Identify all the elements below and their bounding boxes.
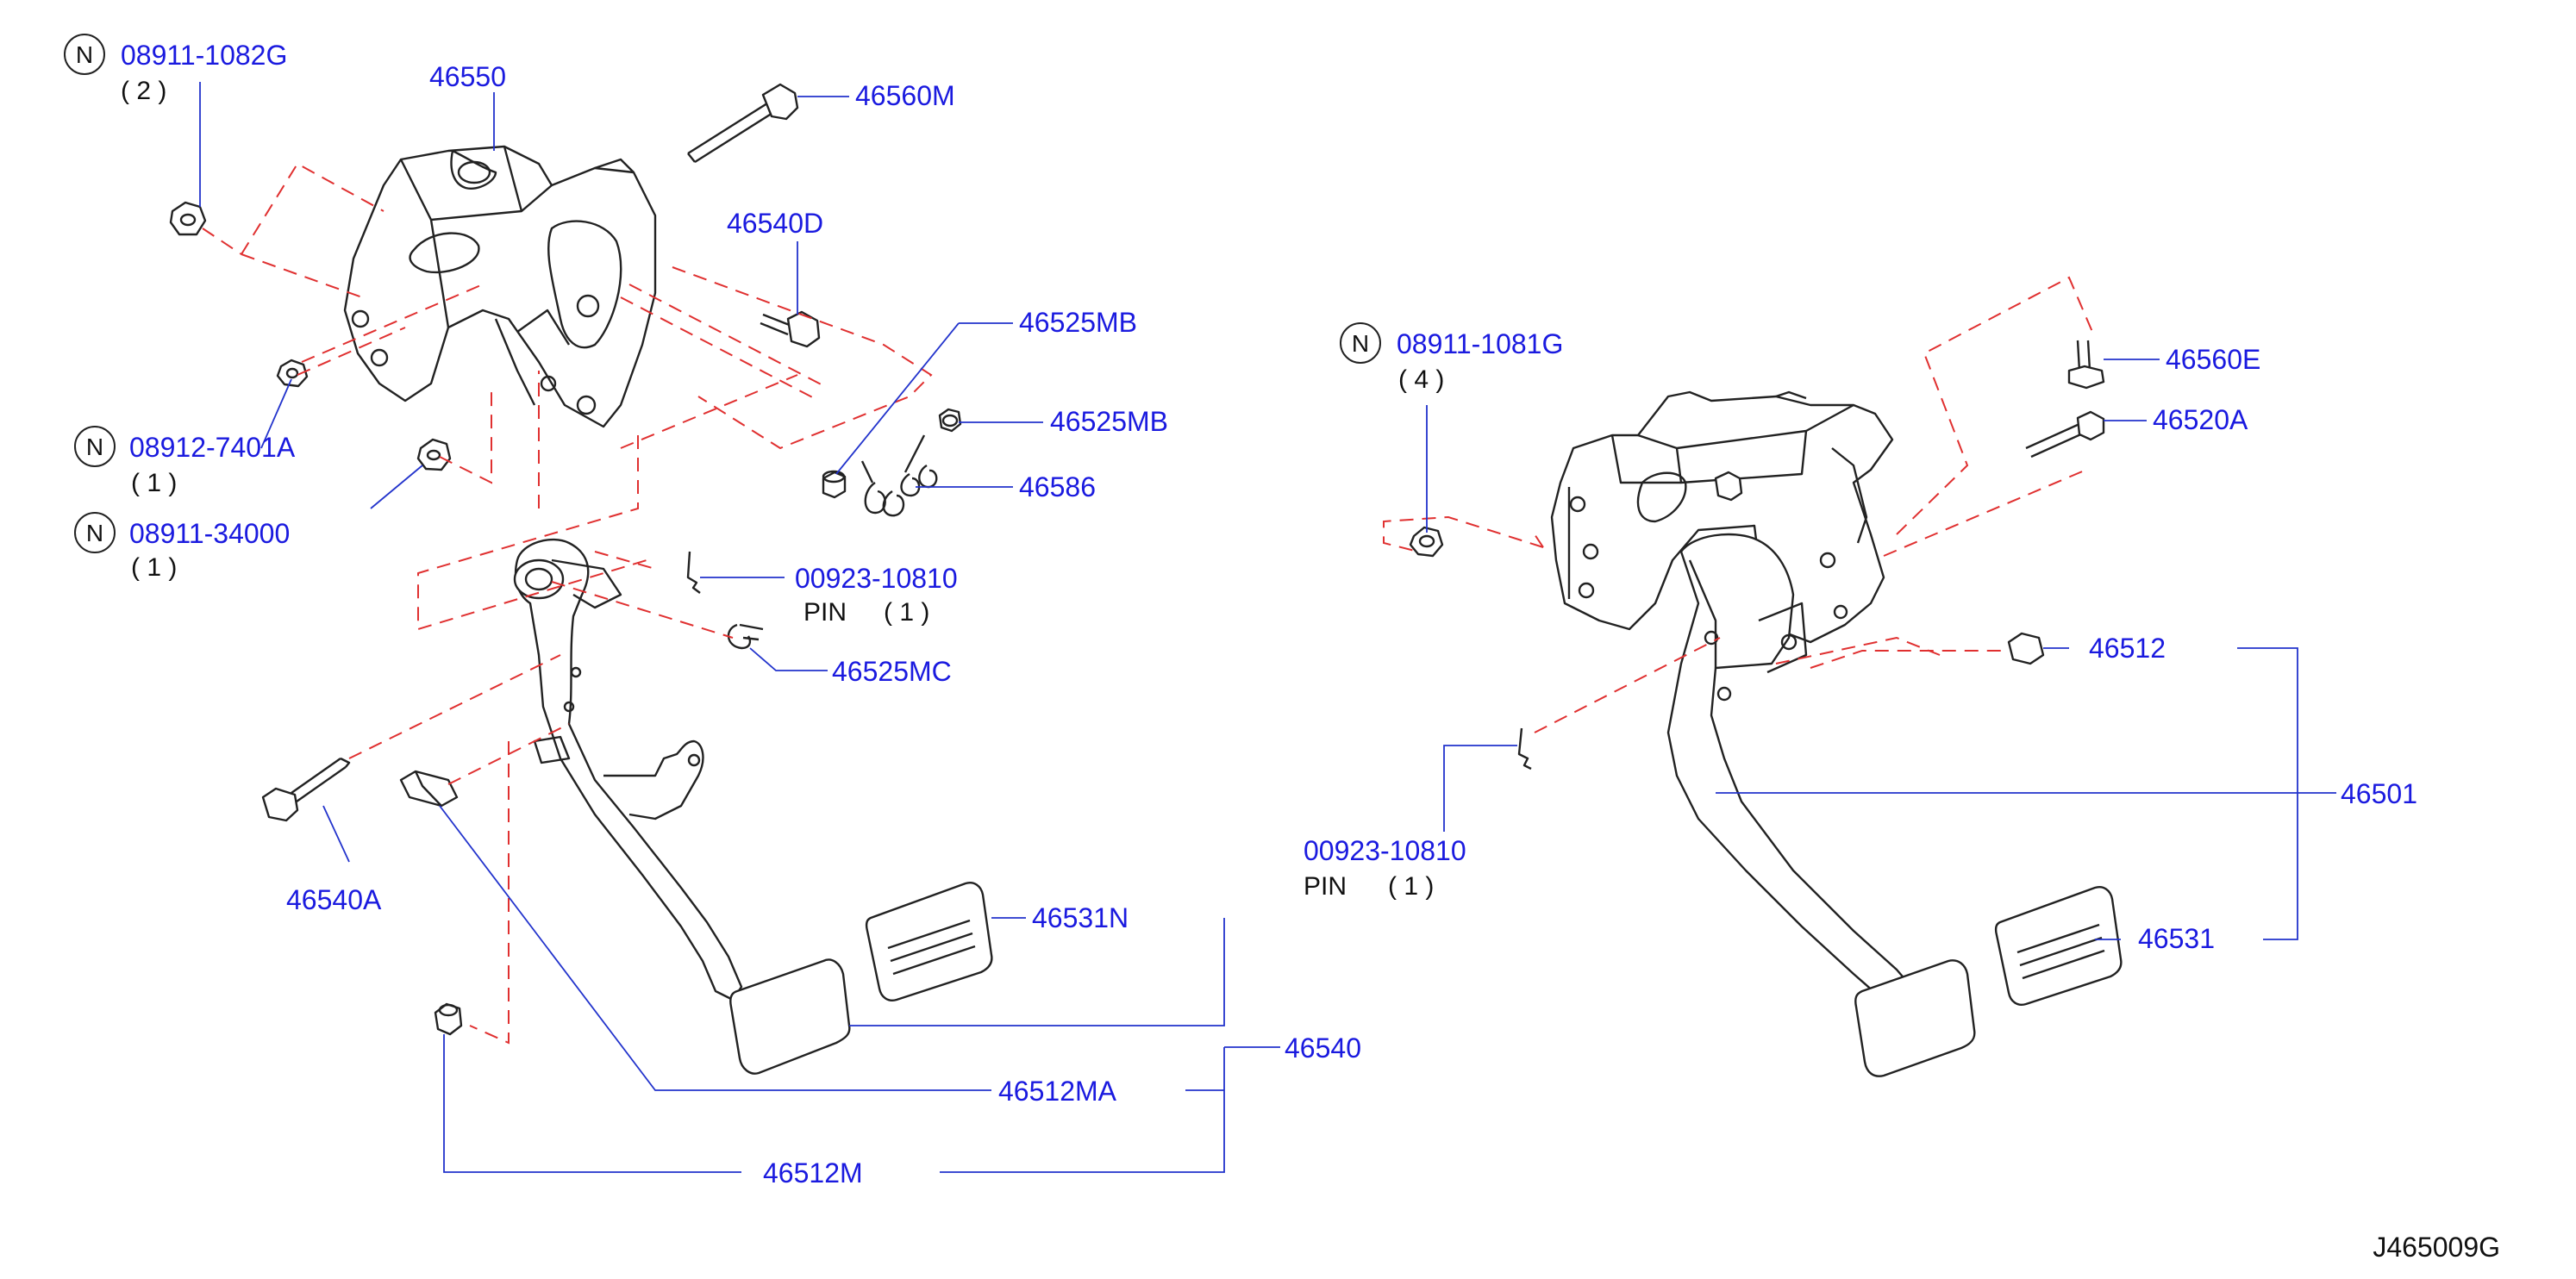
- label-08911-1081G: 08911-1081G: [1397, 328, 1563, 359]
- pedal-pad-mounted-left: [729, 958, 851, 1075]
- bolt-46560E: [2067, 340, 2105, 390]
- bolt-46540D: [760, 310, 821, 348]
- label-46540A: 46540A: [286, 884, 382, 915]
- bolt-46540A: [261, 757, 351, 822]
- label-46531N: 46531N: [1032, 902, 1129, 933]
- pin-qty-left: ( 1 ): [884, 598, 929, 627]
- qty-08911-1082G: ( 2 ): [121, 77, 166, 105]
- spring-46586: [860, 434, 938, 517]
- label-46525MB-b: 46525MB: [1050, 406, 1168, 437]
- pedal-arm-46540: [513, 538, 743, 1001]
- label-46550: 46550: [429, 61, 506, 92]
- pad-46531N: [865, 882, 993, 1001]
- phantom-lines-left: [202, 162, 933, 1045]
- pin-label-left: PIN: [803, 598, 847, 627]
- bushing-46525MB-left: [822, 470, 847, 499]
- label-00923-10810-left: 00923-10810: [795, 563, 958, 594]
- pin-00923-left: [686, 551, 701, 594]
- bolt-46520A: [2025, 410, 2105, 459]
- pedal-pad-mounted-right: [1854, 959, 1976, 1077]
- label-46520A: 46520A: [2153, 404, 2248, 435]
- bracket-46550: [343, 145, 657, 428]
- qty-08911-1081G: ( 4 ): [1398, 365, 1444, 394]
- pin-label-right: PIN: [1304, 872, 1347, 901]
- label-46525MB-a: 46525MB: [1019, 307, 1137, 338]
- phantom-lines-right: [1383, 276, 2096, 733]
- n-symbol-3: N: [86, 520, 103, 546]
- label-46525MC: 46525MC: [832, 656, 952, 687]
- pin-qty-right: ( 1 ): [1388, 872, 1434, 901]
- stopper-46512: [2007, 632, 2045, 665]
- bracket-46560E-assembly: [1550, 390, 1894, 644]
- label-46512MA: 46512MA: [998, 1076, 1117, 1107]
- nut-08911-34000: [416, 438, 452, 471]
- label-08912-7401A: 08912-7401A: [129, 432, 296, 463]
- nut-08912-7401A: [276, 359, 309, 388]
- n-markers: [64, 34, 1381, 553]
- label-46540D: 46540D: [727, 208, 823, 239]
- stopper-46512MA: [399, 770, 459, 808]
- label-00923-10810-right: 00923-10810: [1304, 835, 1466, 866]
- pin-00923-right: [1517, 727, 1532, 771]
- label-46512M: 46512M: [763, 1157, 863, 1189]
- leader-lines: [199, 82, 2336, 1173]
- bolt-46560M: [687, 83, 799, 164]
- nut-08911-1082G: [169, 201, 207, 236]
- n-symbol-4: N: [1352, 330, 1369, 357]
- stopper-46512M: [434, 1002, 463, 1036]
- label-46586: 46586: [1019, 471, 1096, 502]
- label-08911-1082G: 08911-1082G: [121, 40, 287, 71]
- diagram-code: J465009G: [2373, 1232, 2500, 1263]
- n-symbol-2: N: [86, 434, 103, 460]
- label-46560E: 46560E: [2166, 344, 2260, 375]
- clip-46525MC: [727, 623, 764, 650]
- qty-08911-34000: ( 1 ): [131, 553, 177, 582]
- n-symbol-1: N: [76, 41, 93, 68]
- label-46501: 46501: [2341, 778, 2417, 809]
- bushing-46525MB-right: [938, 408, 962, 433]
- pad-46531: [1994, 886, 2123, 1006]
- label-46540: 46540: [1285, 1033, 1361, 1064]
- label-46531: 46531: [2138, 923, 2215, 954]
- pedal-arm-46501: [1666, 533, 1924, 1019]
- label-46512: 46512: [2089, 633, 2166, 664]
- label-46560M: 46560M: [855, 80, 955, 111]
- label-08911-34000: 08911-34000: [129, 518, 290, 549]
- qty-08912-7401A: ( 1 ): [131, 469, 177, 497]
